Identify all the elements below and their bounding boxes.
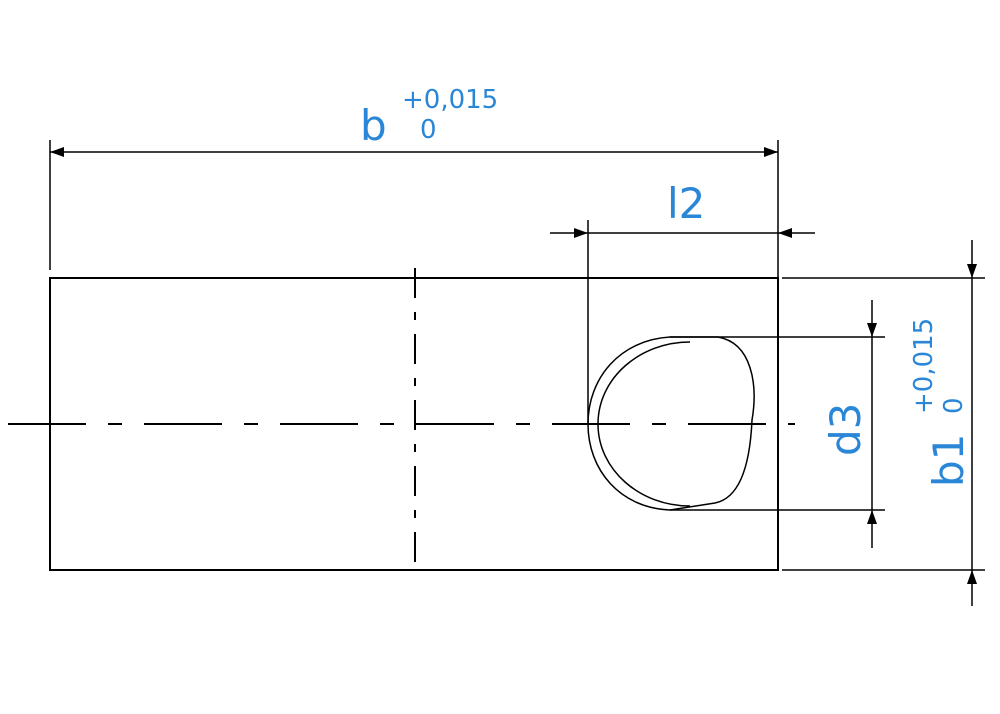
d3-label: d3 (821, 403, 870, 456)
l2-label: l2 (667, 179, 705, 228)
d3-arrow-top (867, 323, 877, 337)
d3-arrow-bottom (867, 510, 877, 524)
l2-arrow-left (574, 228, 588, 238)
hole-outline-outer (587, 336, 755, 511)
l2-arrow-right (778, 228, 792, 238)
b1-arrow-top (967, 264, 977, 278)
hole-outline-inner (597, 341, 691, 507)
b-tolerance-upper: +0,015 (402, 85, 498, 115)
b-label: b (360, 101, 387, 150)
b1-label: b1 (924, 434, 973, 487)
b1-tolerance-upper: +0,015 (909, 318, 939, 414)
b-arrow-right (764, 147, 778, 157)
b-tolerance-lower: 0 (420, 115, 437, 145)
b-arrow-left (50, 147, 64, 157)
b1-arrow-bottom (967, 570, 977, 584)
b1-tolerance-lower: 0 (939, 397, 969, 414)
